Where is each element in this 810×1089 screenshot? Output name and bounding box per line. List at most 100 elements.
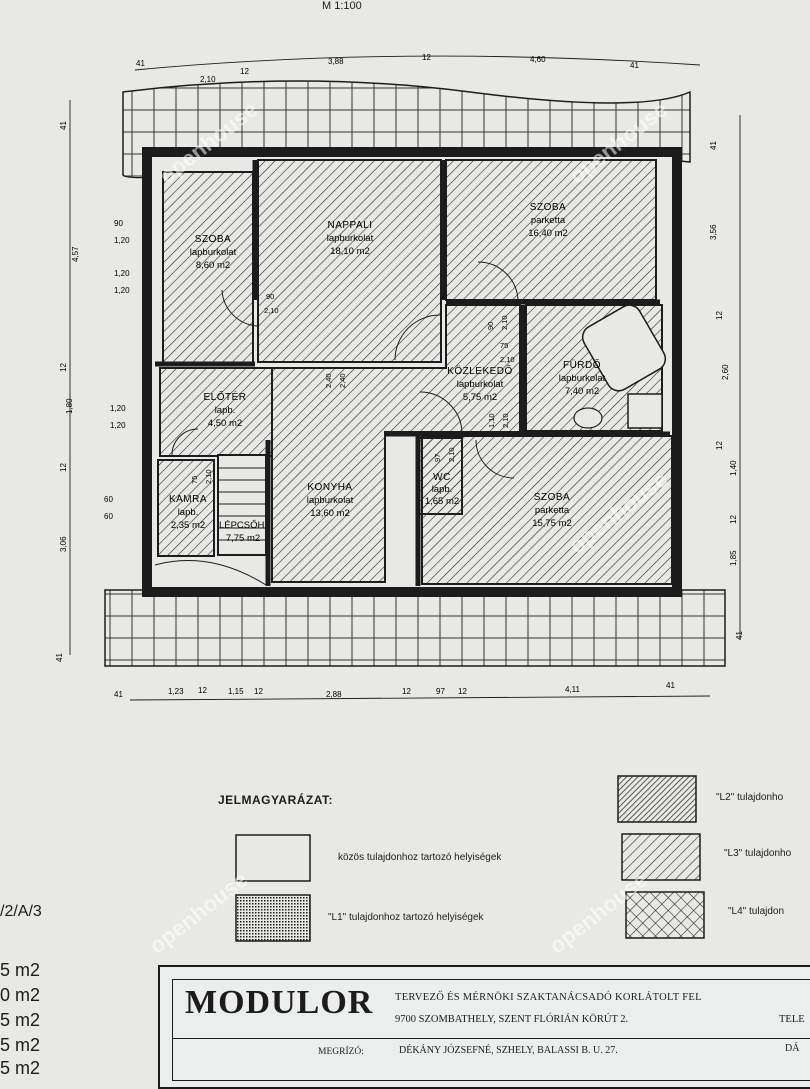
dim-door-0: 90 (266, 292, 274, 301)
title-block: MODULOR TERVEZŐ ÉS MÉRNÖKI SZAKTANÁCSADÓ… (158, 965, 810, 1089)
dim-right-7: 1,85 (729, 550, 738, 566)
svg-text:4,50 m2: 4,50 m2 (208, 418, 242, 429)
label-szoba-3: SZOBA parketta 15,75 m2 (532, 492, 572, 529)
dim-bottom-9: 4,11 (565, 685, 581, 694)
dim-window-5: 1,20 (110, 421, 126, 430)
legend-label-l1: "L1" tulajdonhoz tartozó helyiségek (328, 912, 484, 923)
dim-bottom-7: 97 (436, 687, 445, 696)
room-szoba-1 (162, 171, 254, 365)
dims-right: 41 3,56 12 2,60 12 1,40 12 1,85 41 (709, 141, 744, 640)
legend-label-l4: "L4" tulajdon (728, 906, 785, 917)
dim-top-3: 3,88 (328, 57, 344, 66)
svg-text:lapburkolat: lapburkolat (307, 495, 354, 506)
dim-door-5: 2,10 (500, 315, 509, 330)
dim-door-2: 2,40 (324, 373, 333, 388)
dim-right-4: 12 (715, 441, 724, 450)
dim-window-2: 1,20 (114, 269, 130, 278)
svg-text:7,40 m2: 7,40 m2 (565, 386, 599, 397)
label-eloter: ELŐTÉR lapb. 4,50 m2 (203, 389, 246, 429)
svg-text:FÜRDŐ: FÜRDŐ (563, 357, 601, 371)
dims-top: 41 2,10 12 3,88 12 4,60 41 (136, 53, 639, 84)
room-nappali (257, 159, 442, 363)
dim-left-6: 41 (55, 653, 64, 662)
dim-bottom-2: 12 (198, 686, 207, 695)
dim-door-13: 2,10 (204, 469, 213, 484)
sheet-code: /2/A/3 (0, 903, 42, 920)
legend-swatches (235, 775, 705, 942)
svg-text:lapburkolat: lapburkolat (327, 233, 374, 244)
svg-text:2,35 m2: 2,35 m2 (171, 520, 205, 531)
legend-swatch-empty (235, 834, 311, 882)
svg-text:NAPPALI: NAPPALI (328, 220, 373, 231)
svg-text:SZOBA: SZOBA (530, 202, 566, 213)
svg-text:lapb.: lapb. (215, 405, 236, 416)
svg-text:7,75 m2: 7,75 m2 (226, 533, 260, 544)
dim-window-4: 1,20 (110, 404, 126, 413)
area-line-0: 5 m2 (0, 960, 41, 980)
dim-right-8: 41 (735, 631, 744, 640)
room-szoba-2 (445, 159, 657, 301)
svg-text:KÖZLEKEDŐ: KÖZLEKEDŐ (447, 363, 513, 377)
legend-swatch-cross (625, 891, 705, 939)
svg-text:LÉPCSŐH.: LÉPCSŐH. (219, 520, 267, 531)
dim-door-4: 90 (486, 322, 495, 330)
phone-label: TELE (779, 1014, 805, 1025)
legend-label-l2: "L2" tulajdonho (716, 792, 784, 803)
dim-bottom-0: 41 (114, 690, 123, 699)
scale-text: M 1:100 (322, 0, 362, 12)
dim-door-3: 2,40 (338, 373, 347, 388)
dim-bottom-3: 1,15 (228, 687, 244, 696)
room-labels: SZOBA lapburkolat 8,60 m2 NAPPALI lapbur… (169, 202, 606, 544)
dim-door-6: 75 (500, 341, 508, 350)
dim-bottom-4: 12 (254, 687, 263, 696)
label-konyha: KONYHA lapburkolat 13,60 m2 (307, 482, 354, 519)
svg-text:SZOBA: SZOBA (195, 234, 231, 245)
label-lepcsohaz: LÉPCSŐH. 7,75 m2 (219, 520, 267, 544)
svg-text:parketta: parketta (535, 505, 570, 516)
shower-tray (627, 393, 663, 429)
label-szoba-1: SZOBA lapburkolat 8,60 m2 (190, 234, 237, 271)
dim-right-3: 2,60 (721, 364, 730, 380)
legend-label-l3: "L3" tulajdonho (724, 848, 792, 859)
company-name: TERVEZŐ ÉS MÉRNÖKI SZAKTANÁCSADÓ KORLÁTO… (395, 992, 702, 1003)
client-name: DÉKÁNY JÓZSEFNÉ, SZHELY, BALASSI B. U. 2… (399, 1045, 618, 1056)
dim-top-1: 2,10 (200, 75, 216, 84)
room-eloter (159, 367, 273, 457)
dim-right-0: 41 (709, 141, 718, 150)
dim-top-0: 41 (136, 59, 145, 68)
svg-text:lapb.: lapb. (178, 507, 199, 518)
dim-window-6: 60 (104, 495, 113, 504)
svg-text:lapburkolat: lapburkolat (190, 247, 237, 258)
dim-door-11: 2,10 (447, 447, 456, 462)
bathtub (581, 304, 667, 392)
dim-window-7: 60 (104, 512, 113, 521)
company-address: 9700 SZOMBATHELY, SZENT FLÓRIÁN KÖRÚT 2. (395, 1014, 629, 1025)
svg-text:16,40 m2: 16,40 m2 (528, 228, 568, 239)
area-line-1: 0 m2 (0, 985, 41, 1005)
dim-bottom-6: 12 (402, 687, 411, 696)
dim-left-5: 3,06 (59, 536, 68, 552)
dim-bottom-5: 2,88 (326, 690, 342, 699)
label-kamra: KAMRA lapb. 2,35 m2 (169, 494, 207, 531)
svg-text:1,65 m2: 1,65 m2 (425, 496, 459, 507)
legend-swatch-dense (617, 775, 697, 823)
svg-text:KAMRA: KAMRA (169, 494, 207, 505)
room-szoba-3 (421, 435, 673, 585)
legend-swatch-dots (235, 894, 311, 942)
svg-text:18,10 m2: 18,10 m2 (330, 246, 370, 257)
svg-text:lapburkolat: lapburkolat (559, 373, 606, 384)
dim-left-4: 12 (59, 463, 68, 472)
dim-bottom-8: 12 (458, 687, 467, 696)
svg-text:WC: WC (433, 472, 451, 483)
dim-left-0: 41 (59, 121, 68, 130)
svg-text:lapb.: lapb. (432, 484, 453, 495)
svg-text:8,60 m2: 8,60 m2 (196, 260, 230, 271)
dim-door-7: 2,10 (500, 355, 515, 364)
windows (145, 215, 150, 442)
dim-door-1: 2,10 (264, 306, 279, 315)
dim-left-1: 4,57 (71, 246, 80, 262)
brand-logo: MODULOR (185, 984, 374, 1021)
svg-text:ELŐTÉR: ELŐTÉR (203, 389, 246, 403)
dim-right-5: 1,40 (729, 460, 738, 476)
svg-text:parketta: parketta (531, 215, 566, 226)
